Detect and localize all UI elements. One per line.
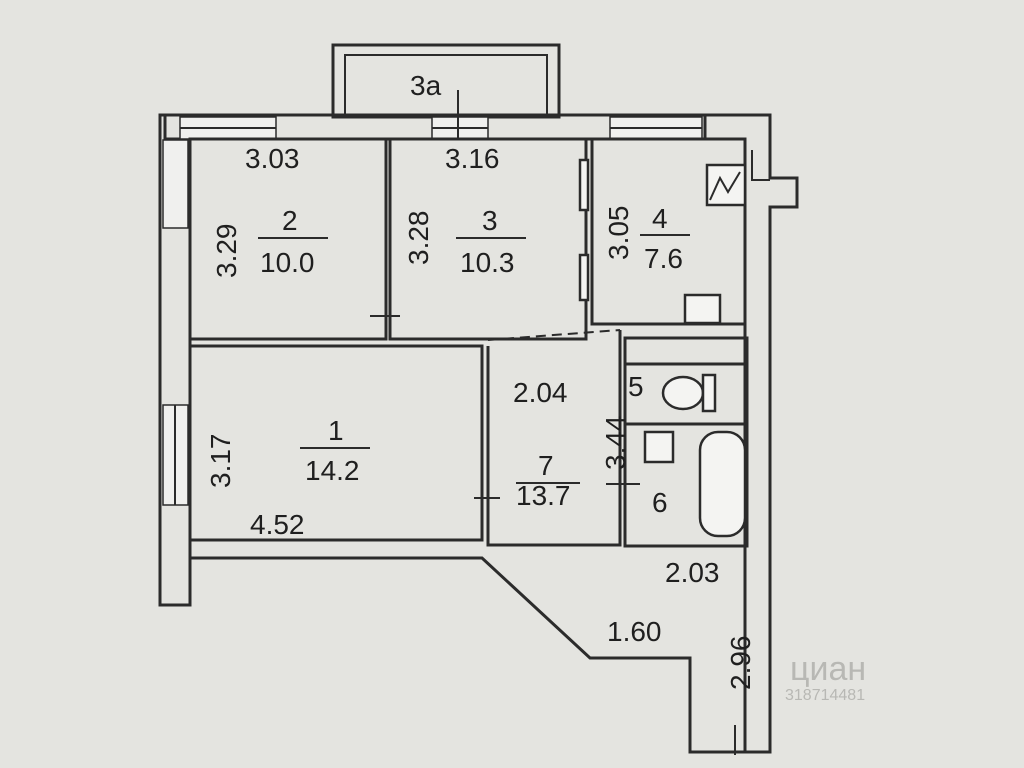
balcony-label: 3а — [410, 70, 442, 101]
room-1-number: 1 — [328, 415, 344, 446]
room-3-width: 3.16 — [445, 143, 500, 174]
room-7-height: 3.44 — [600, 416, 631, 471]
room-3-area: 10.3 — [460, 247, 515, 278]
toilet-tank-icon — [701, 373, 717, 413]
door-leaf — [578, 253, 590, 302]
window-left-upper — [162, 139, 189, 229]
room-3-height: 3.28 — [403, 211, 434, 266]
right-wall — [705, 113, 799, 754]
interior-walls — [188, 137, 749, 755]
room-7-number: 7 — [538, 450, 554, 481]
room-4-number: 4 — [652, 203, 668, 234]
room-4-area: 7.6 — [644, 243, 683, 274]
toilet-icon — [661, 375, 705, 411]
room-3-number: 3 — [482, 205, 498, 236]
room-2-height: 3.29 — [211, 224, 242, 279]
kitchen-sink-icon — [683, 293, 722, 325]
fixtures — [643, 163, 747, 538]
stove-icon — [705, 163, 747, 207]
watermark-brand: циан — [790, 650, 866, 688]
bathtub-icon — [698, 430, 747, 538]
watermark-id: 318714481 — [785, 687, 865, 704]
room-2-width: 3.03 — [245, 143, 300, 174]
balcony-inner-wall — [344, 54, 548, 118]
room-1-height: 3.17 — [205, 434, 236, 489]
room-1-area: 14.2 — [305, 455, 360, 486]
outer-walls — [158, 113, 799, 754]
washbasin-icon — [643, 430, 675, 464]
windows — [162, 90, 703, 506]
balcony — [331, 43, 561, 119]
room-7-area: 13.7 — [516, 480, 571, 511]
stove-zigzag — [709, 171, 741, 201]
room-1-walls — [188, 344, 484, 542]
hall-length: 2.96 — [725, 636, 756, 691]
room-6-number: 6 — [652, 487, 668, 518]
watermark: циан 318714481 — [785, 650, 866, 704]
door-leaf — [578, 158, 590, 212]
room-5-number: 5 — [628, 371, 644, 402]
chimney-notch — [751, 150, 770, 181]
hall-width-a: 2.03 — [665, 557, 720, 588]
hall-width-b: 1.60 — [607, 616, 662, 647]
room-2-area: 10.0 — [260, 247, 315, 278]
room-2-walls — [188, 137, 388, 341]
bathroom-wall-top — [623, 336, 749, 366]
room-7-width: 2.04 — [513, 377, 568, 408]
room-4-height: 3.05 — [603, 206, 634, 261]
hall-walls — [486, 330, 622, 547]
hall-outer-wall — [190, 556, 745, 754]
dashed-boundary — [487, 329, 621, 341]
room-1-width: 4.52 — [250, 509, 305, 540]
room-2-number: 2 — [282, 205, 298, 236]
room-4-walls — [590, 137, 747, 326]
labels: 3а 3.03 3.29 2 10.0 3.16 3.28 3 10.3 3.0… — [205, 70, 756, 690]
